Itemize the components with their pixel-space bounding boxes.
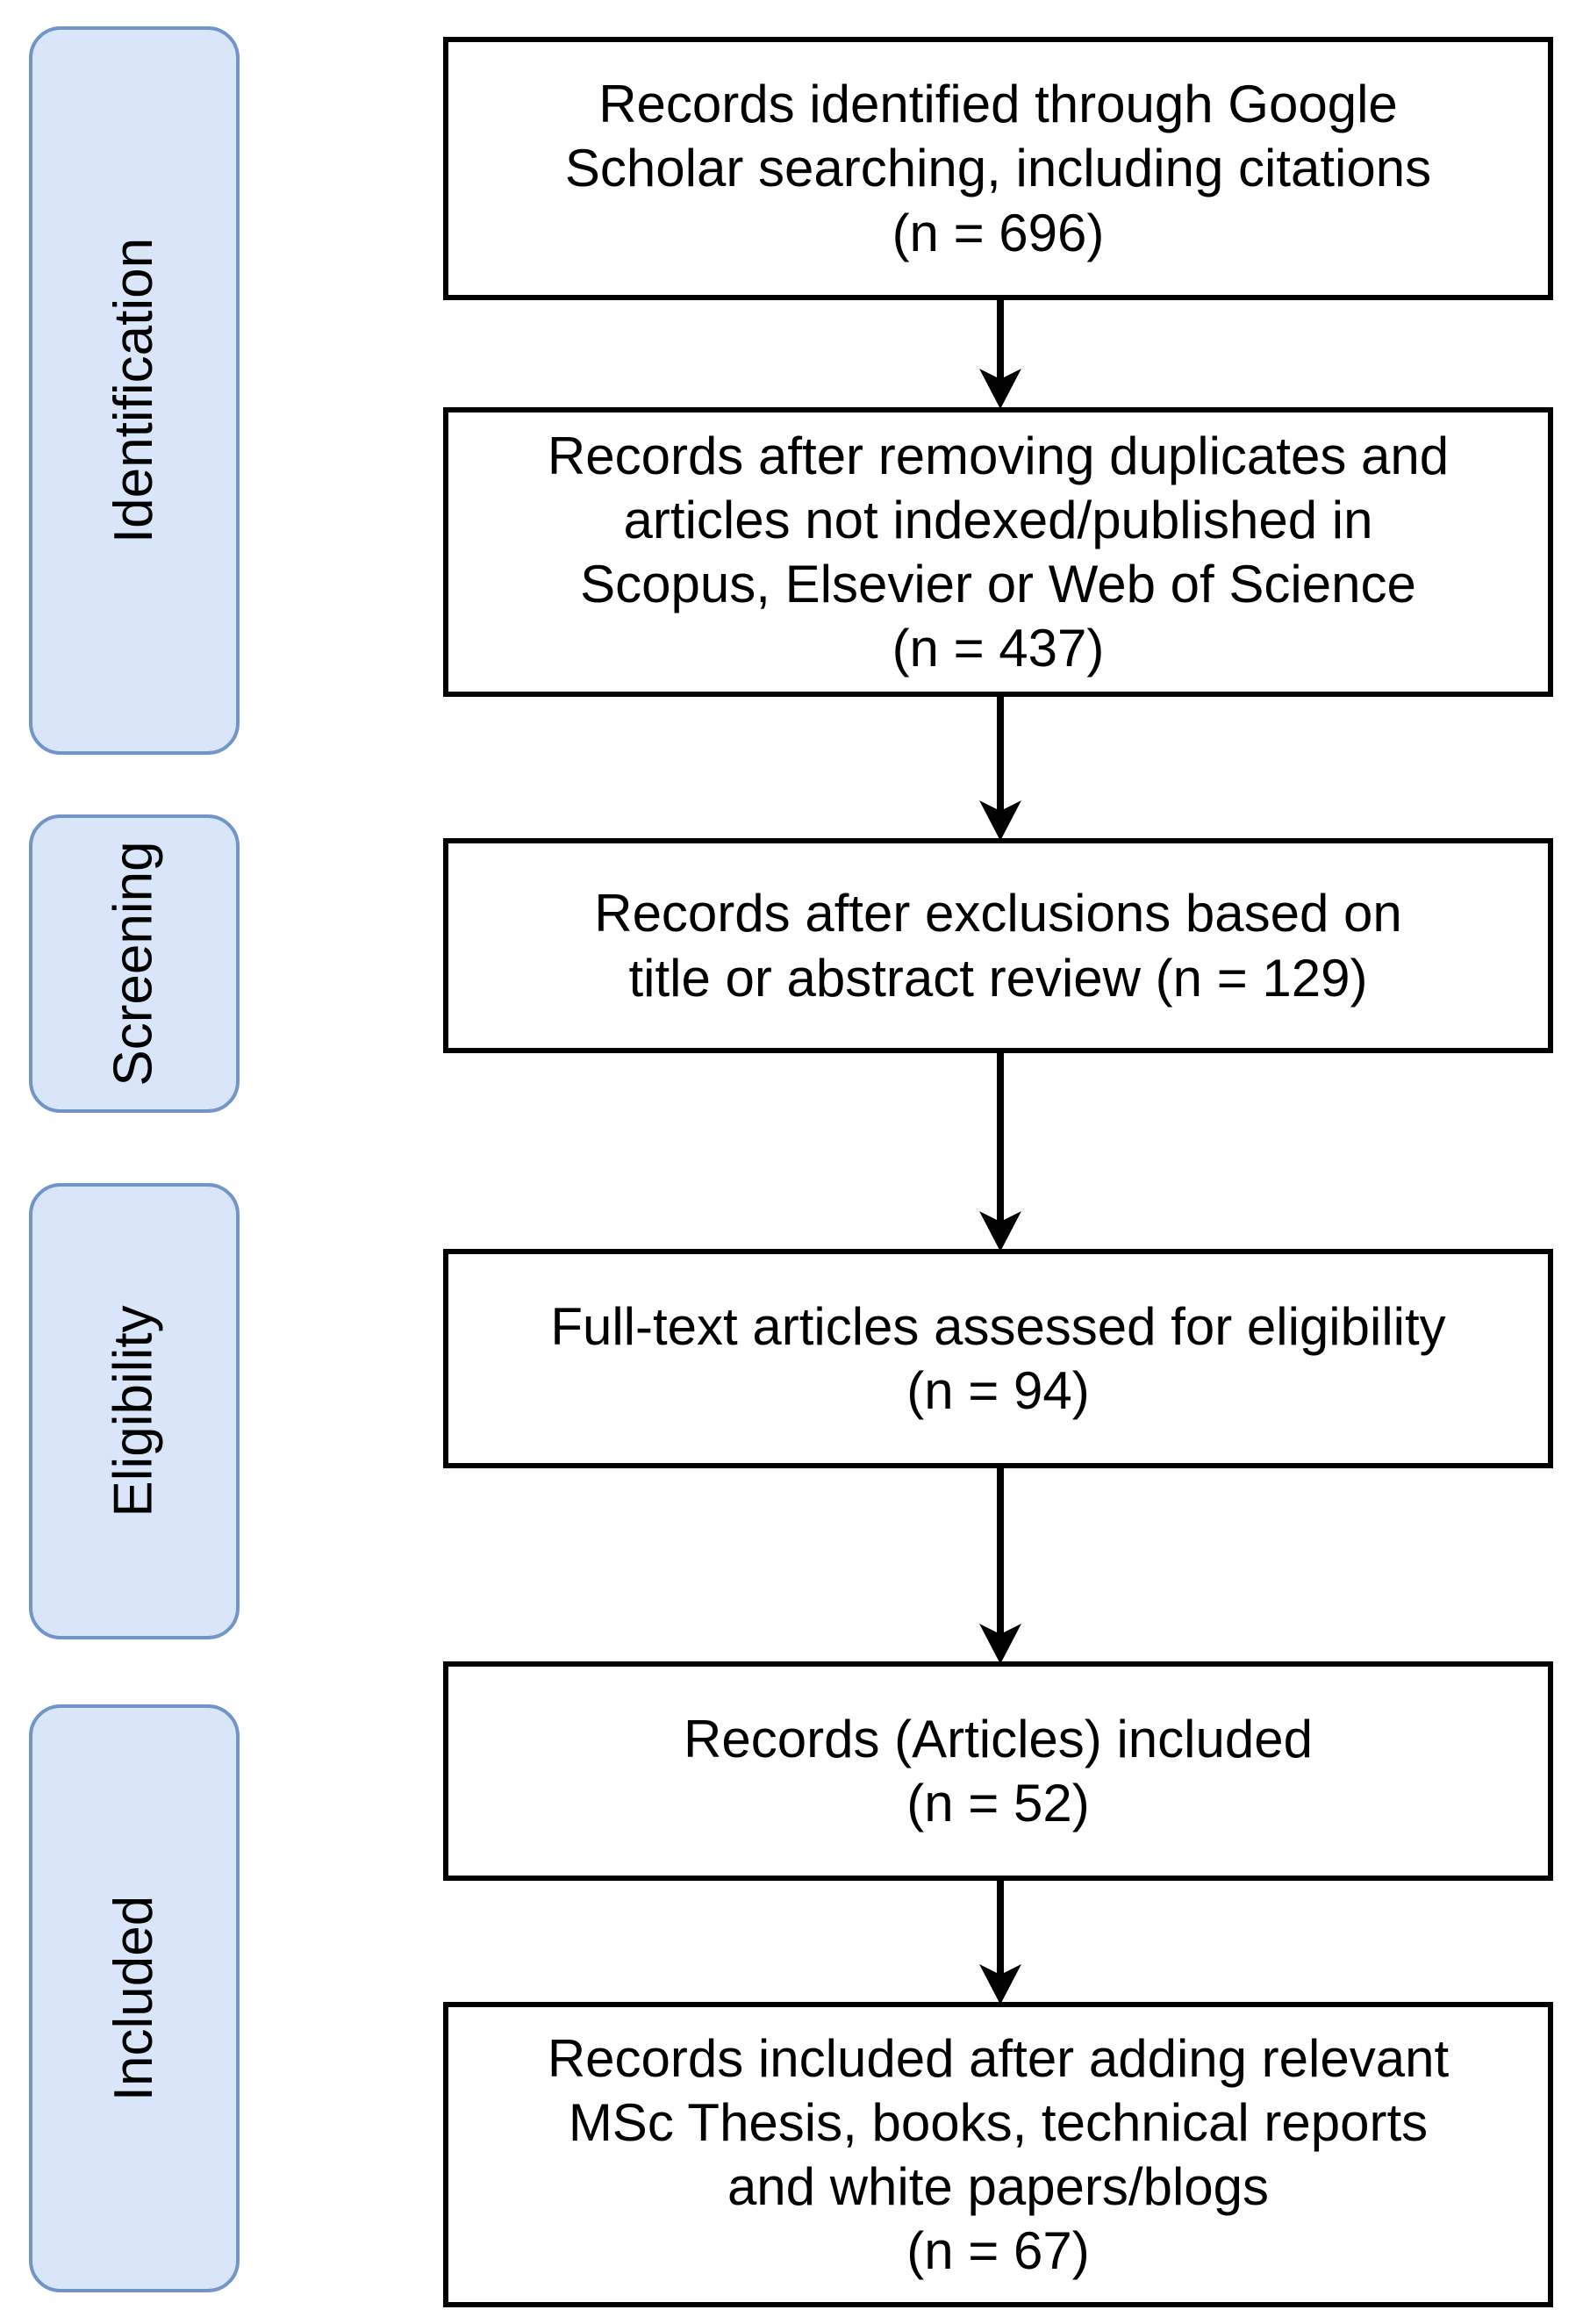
arrow-1 <box>972 298 1028 411</box>
flow-box-text: Records (Articles) included (n = 52) <box>684 1709 1313 1833</box>
flow-box-records-articles-included: Records (Articles) included (n = 52) <box>443 1661 1553 1881</box>
arrow-4 <box>972 1467 1028 1666</box>
stage-identification: Identification <box>29 26 240 755</box>
arrow-5 <box>972 1879 1028 2006</box>
flow-box-records-included-after-adding: Records included after adding relevant M… <box>443 2002 1553 2307</box>
flow-box-text: Records after removing duplicates and ar… <box>547 426 1450 678</box>
flow-box-text: Records identified through Google Schola… <box>564 75 1432 262</box>
arrow-2 <box>972 695 1028 843</box>
stage-identification-label: Identification <box>104 237 164 544</box>
stage-screening: Screening <box>29 814 240 1113</box>
stage-included: Included <box>29 1704 240 2292</box>
flow-box-records-after-exclusions: Records after exclusions based on title … <box>443 838 1553 1053</box>
arrow-3 <box>972 1051 1028 1253</box>
flow-box-records-after-removing-duplicates: Records after removing duplicates and ar… <box>443 407 1553 697</box>
flow-box-text: Full-text articles assessed for eligibil… <box>550 1296 1446 1420</box>
stage-screening-label: Screening <box>104 841 164 1087</box>
stage-eligibility-label: Eligibility <box>104 1305 165 1517</box>
stage-eligibility: Eligibility <box>29 1183 240 1639</box>
flow-box-full-text-assessed: Full-text articles assessed for eligibil… <box>443 1249 1553 1468</box>
flow-box-records-identified: Records identified through Google Schola… <box>443 37 1553 300</box>
stage-included-label: Included <box>104 1895 165 2102</box>
flow-box-text: Records after exclusions based on title … <box>594 884 1402 1008</box>
flow-box-text: Records included after adding relevant M… <box>547 2028 1450 2281</box>
